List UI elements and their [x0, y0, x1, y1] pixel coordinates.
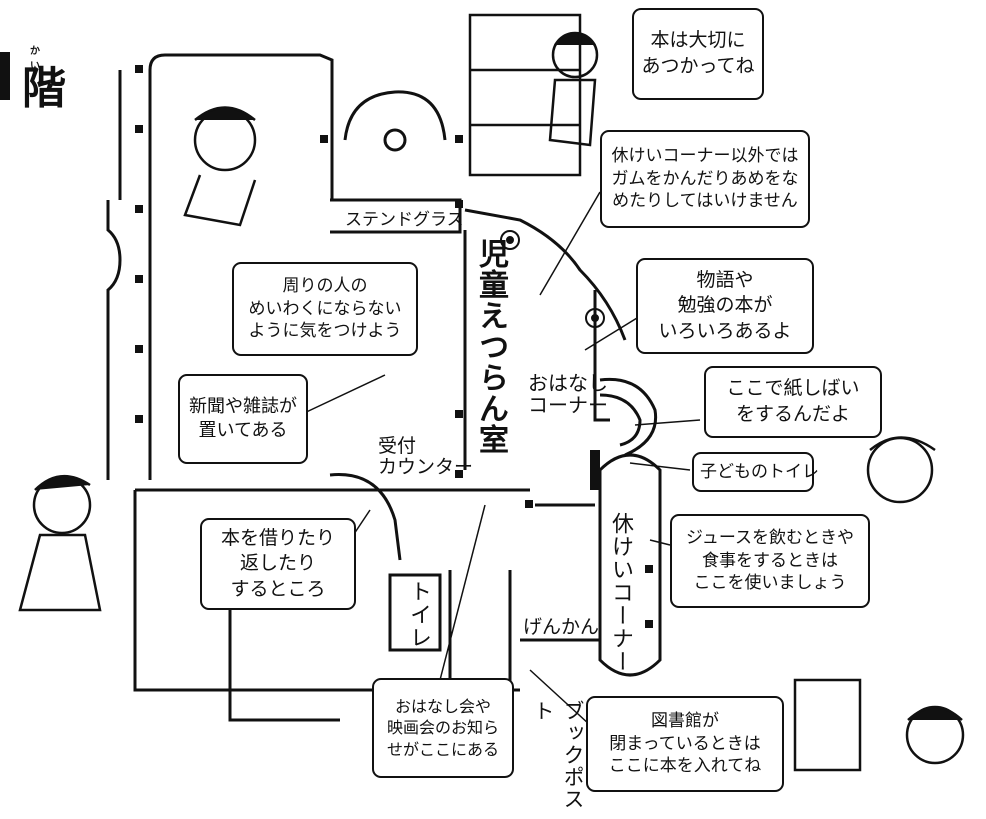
label-entrance: げんかん — [523, 616, 600, 638]
floor-ruby: かい — [30, 46, 40, 72]
label-rest-corner: 休けいコーナー — [608, 512, 633, 673]
callout-closed: 図書館が閉まっているときはここに本を入れてね — [586, 696, 784, 792]
label-bookpost: ブックポスト — [531, 700, 585, 810]
boy-shelf-icon — [551, 31, 599, 79]
callout-newspapers: 新聞や雑誌が置いてある — [178, 374, 308, 464]
floor-label: 階 — [22, 63, 66, 114]
label-story-corner: おはなし コーナー — [528, 371, 608, 417]
callout-kids-toilet: 子どものトイレ — [692, 452, 819, 492]
callout-gum-rule: 休けいコーナー以外ではガムをかんだりあめをなめたりしてはいけません — [600, 130, 810, 228]
label-toilet: トイレ — [406, 580, 431, 649]
callout-events: おはなし会や映画会のお知らせがここにある — [372, 678, 514, 778]
callout-juice: ジュースを飲むときや食事をするときはここを使いましょう — [670, 514, 870, 608]
callout-quiet: 周りの人のめいわくにならないように気をつけよう — [232, 262, 418, 356]
label-stained-glass: ステンドグラス — [345, 210, 464, 230]
callout-kamishibai: ここで紙しばいをするんだよ — [704, 366, 882, 438]
callout-books-care: 本は大切にあつかってね — [632, 8, 764, 100]
label-reception: 受付 カウンター — [378, 435, 474, 478]
man-phone-icon — [866, 436, 934, 504]
bookpost-slot-icon — [793, 678, 862, 772]
callout-story-books: 物語や勉強の本がいろいろあるよ — [636, 258, 814, 354]
label-childrens-room: 児童えつらん室 — [473, 238, 508, 455]
callout-borrow: 本を借りたり返したりするところ — [200, 518, 356, 610]
floor-number-mark — [0, 52, 10, 100]
